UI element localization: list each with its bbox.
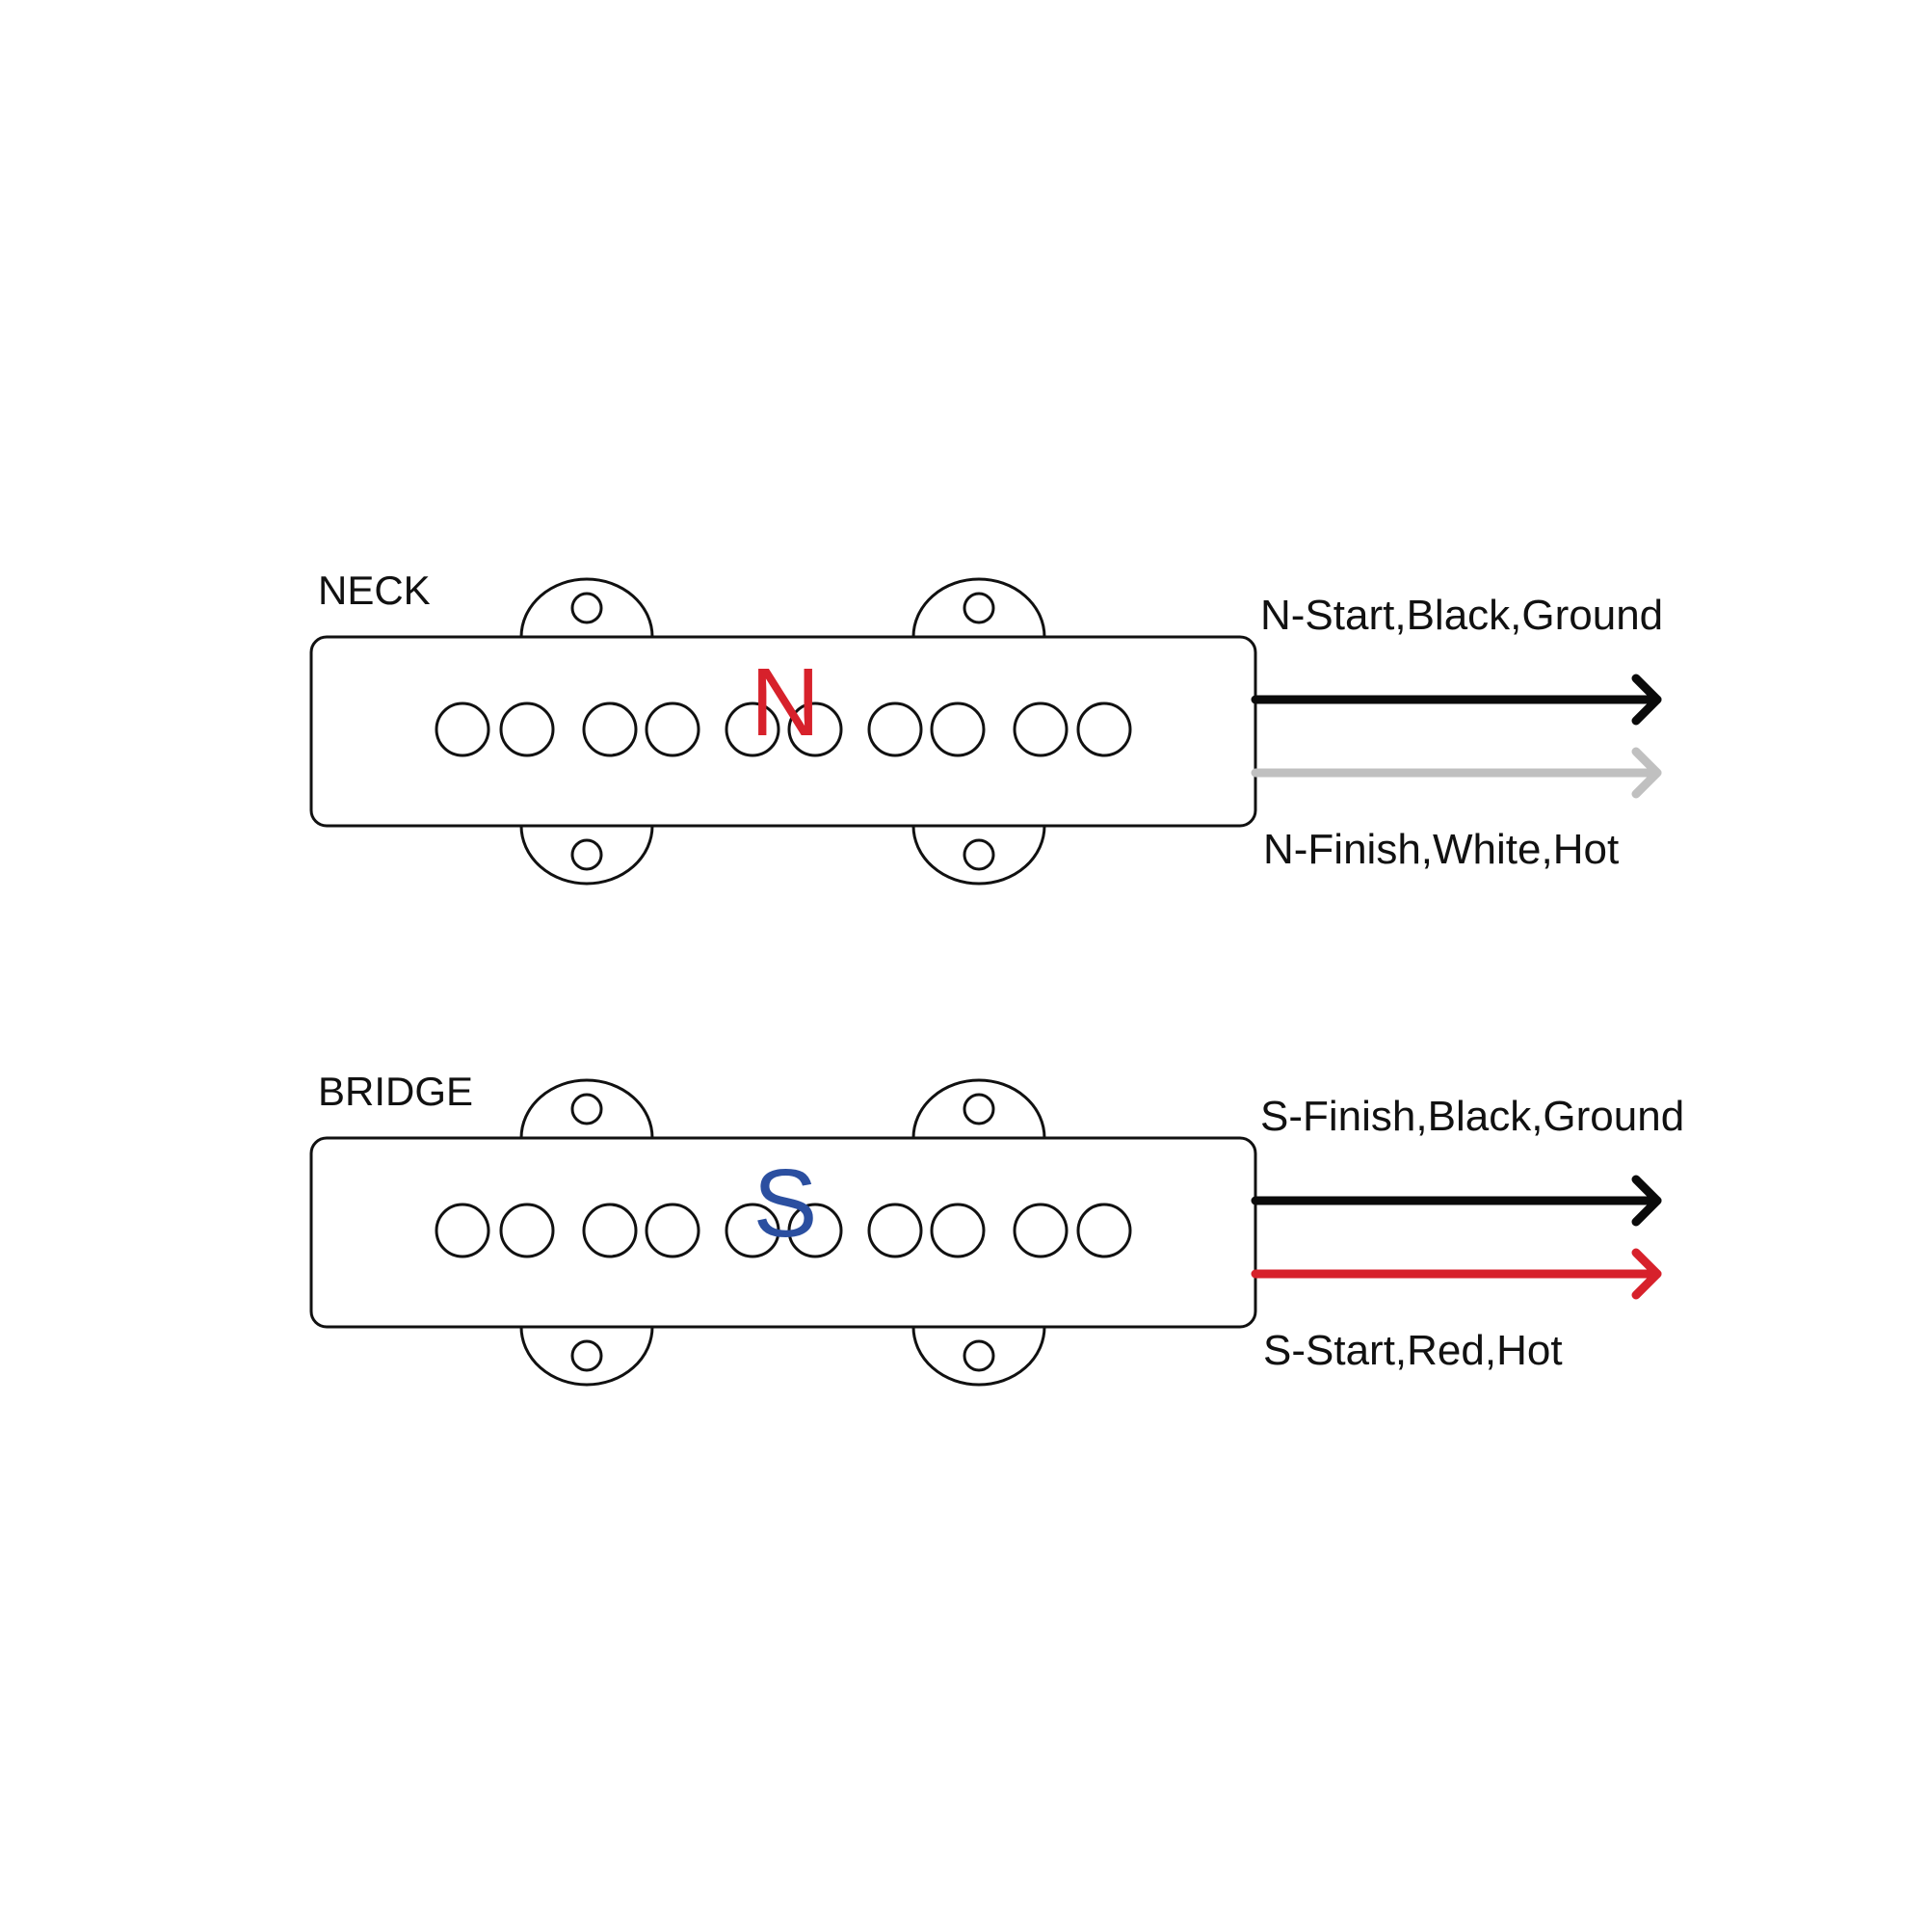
wire-lead: N-Finish,White,Hot (1251, 747, 1662, 873)
wire-label: N-Finish,White,Hot (1263, 826, 1619, 873)
screw-hole-icon (963, 1339, 995, 1372)
arrow-head-icon (1631, 674, 1662, 726)
pole-piece (930, 701, 986, 757)
arrow-head-icon (1631, 747, 1662, 799)
pickup-body (309, 1136, 1257, 1329)
pole-piece (1013, 1203, 1069, 1258)
pickups-layer: N NECK N-Start,Black,GroundN-Finish,White,… (309, 568, 1684, 1387)
wire-label: S-Start,Red,Hot (1263, 1327, 1563, 1374)
pole-piece (867, 1203, 923, 1258)
pole-piece (787, 701, 843, 757)
pickup-name-label: NECK (318, 568, 431, 613)
arrow-head-icon (1631, 1175, 1662, 1227)
wire-label: S-Finish,Black,Ground (1260, 1093, 1684, 1140)
pickup-neck: N NECK N-Start,Black,GroundN-Finish,White,… (309, 568, 1663, 886)
pole-piece (787, 1203, 843, 1258)
screw-hole-icon (963, 838, 995, 871)
pole-piece (725, 1203, 780, 1258)
screw-hole-icon (963, 1093, 995, 1125)
screw-hole-icon (963, 592, 995, 624)
pole-piece (582, 701, 638, 757)
polarity-label: N (751, 648, 820, 756)
pole-piece (1013, 701, 1069, 757)
pole-piece (725, 701, 780, 757)
wire-label: N-Start,Black,Ground (1260, 592, 1663, 639)
pole-piece (930, 1203, 986, 1258)
screw-hole-icon (570, 1093, 603, 1125)
pole-piece (435, 1203, 490, 1258)
pole-piece (1076, 1203, 1132, 1258)
pickup-name-label: BRIDGE (318, 1069, 473, 1114)
pole-piece (645, 1203, 700, 1258)
screw-hole-icon (570, 592, 603, 624)
pickup-bridge: S BRIDGE S-Finish,Black,GroundS-Start,Red,… (309, 1069, 1684, 1387)
wire-lead: S-Finish,Black,Ground (1251, 1093, 1684, 1227)
pole-piece (867, 701, 923, 757)
pole-piece (499, 701, 555, 757)
wire-lead: S-Start,Red,Hot (1251, 1248, 1662, 1374)
pole-piece (645, 701, 700, 757)
screw-hole-icon (570, 838, 603, 871)
pole-piece (499, 1203, 555, 1258)
pickup-body (309, 635, 1257, 828)
polarity-label: S (753, 1150, 818, 1257)
arrow-head-icon (1631, 1248, 1662, 1300)
screw-hole-icon (570, 1339, 603, 1372)
pole-piece (435, 701, 490, 757)
pole-piece (1076, 701, 1132, 757)
pole-piece (582, 1203, 638, 1258)
wire-lead: N-Start,Black,Ground (1251, 592, 1663, 726)
